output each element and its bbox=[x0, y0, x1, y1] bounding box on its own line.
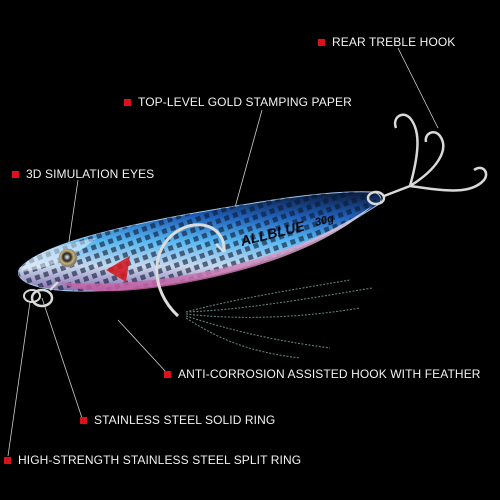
callout-label: HIGH-STRENGTH STAINLESS STEEL SPLIT RING bbox=[18, 453, 302, 467]
callout-label: STAINLESS STEEL SOLID RING bbox=[94, 413, 276, 427]
callout-label: REAR TREBLE HOOK bbox=[332, 35, 456, 49]
callout-label: ANTI-CORROSION ASSISTED HOOK WITH FEATHE… bbox=[178, 367, 481, 381]
callout-solid-ring: STAINLESS STEEL SOLID RING bbox=[80, 413, 275, 427]
rear-treble-hook bbox=[366, 113, 488, 206]
callout-label: 3D SIMULATION EYES bbox=[26, 167, 155, 181]
bullet-marker bbox=[124, 98, 131, 106]
callout-3d-eyes: 3D SIMULATION EYES bbox=[12, 167, 154, 181]
bullet-marker bbox=[4, 456, 11, 464]
feather-strands bbox=[185, 279, 373, 359]
bullet-marker bbox=[164, 370, 171, 378]
lure-weight-text: 30g bbox=[314, 213, 336, 229]
callout-assisted-hook: ANTI-CORROSION ASSISTED HOOK WITH FEATHE… bbox=[164, 367, 481, 381]
eye-icon bbox=[58, 248, 78, 268]
callout-gold-stamping-paper: TOP-LEVEL GOLD STAMPING PAPER bbox=[124, 95, 352, 109]
front-rings bbox=[23, 281, 59, 308]
callout-label: TOP-LEVEL GOLD STAMPING PAPER bbox=[138, 95, 352, 109]
lure-body bbox=[17, 191, 382, 292]
callout-split-ring: HIGH-STRENGTH STAINLESS STEEL SPLIT RING bbox=[4, 453, 301, 467]
bullet-marker bbox=[80, 416, 87, 424]
bullet-marker bbox=[318, 38, 325, 46]
bullet-marker bbox=[12, 170, 19, 178]
assisted-hook bbox=[155, 223, 226, 318]
callout-rear-treble-hook: REAR TREBLE HOOK bbox=[318, 35, 455, 49]
